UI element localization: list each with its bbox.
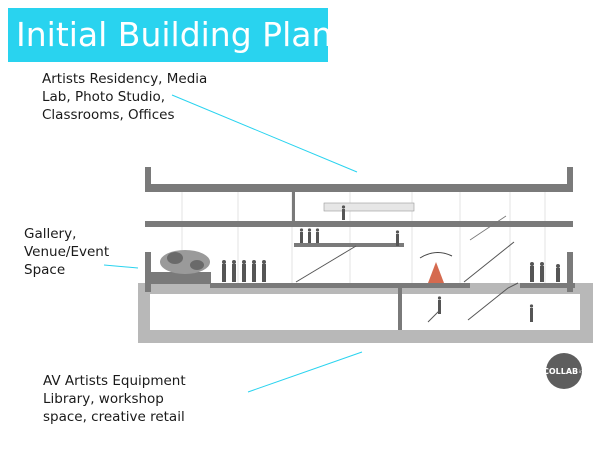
- roof-parapet-left: [145, 167, 151, 192]
- label-line: Venue/Event: [24, 244, 110, 260]
- upper-room-wall: [292, 192, 295, 221]
- label-line: Library, workshop: [43, 391, 164, 407]
- label-line: Classrooms, Offices: [42, 107, 175, 123]
- leader-line-lower: [247, 351, 363, 393]
- people-figures: [222, 205, 560, 322]
- leader-line-upper: [171, 94, 358, 173]
- studio-desk: [323, 202, 415, 212]
- sculpture-mobile: [419, 252, 453, 259]
- label-line: space, creative retail: [43, 409, 185, 425]
- logo-suffix: inc: [579, 368, 586, 374]
- basement-column: [398, 288, 402, 330]
- left-wall: [145, 252, 151, 292]
- sculpture: [428, 262, 444, 283]
- upper-stair: [469, 215, 507, 241]
- label-line: Artists Residency, Media: [42, 71, 208, 87]
- roof-parapet-right: [567, 167, 573, 192]
- ground-floor-slab: [210, 283, 470, 288]
- label-av-equipment-library: AV Artists Equipment Library, workshop s…: [43, 372, 243, 426]
- second-floor-slab: [145, 221, 573, 227]
- label-line: Gallery,: [24, 226, 77, 242]
- label-line: Space: [24, 262, 66, 278]
- label-line: Lab, Photo Studio,: [42, 89, 166, 105]
- page-title: Initial Building Plan: [8, 8, 332, 62]
- basement-stair: [467, 282, 519, 321]
- raised-platform: [151, 272, 211, 284]
- label-gallery-venue: Gallery, Venue/Event Space: [24, 225, 144, 279]
- gallery-artwork: [160, 250, 210, 274]
- label-residency-media-lab: Artists Residency, Media Lab, Photo Stud…: [42, 70, 242, 124]
- right-wall: [567, 252, 573, 292]
- roof-slab: [145, 184, 573, 192]
- main-stair: [295, 245, 357, 283]
- mezzanine-slab: [294, 243, 404, 247]
- logo-text: COLLAB: [543, 366, 579, 376]
- side-stair: [463, 241, 515, 283]
- ground-floor-slab-right: [520, 283, 575, 288]
- label-line: AV Artists Equipment: [43, 373, 186, 389]
- leader-line-middle: [103, 264, 139, 269]
- basement-interior: [150, 294, 580, 330]
